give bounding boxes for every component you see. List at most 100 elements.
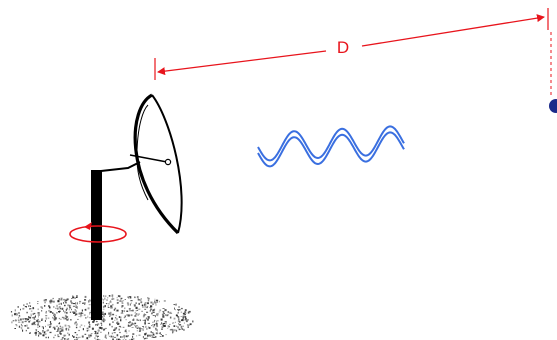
- ground-speck: [110, 300, 112, 303]
- ground-speck: [28, 316, 32, 319]
- ground-speck: [133, 319, 135, 321]
- ground-speck: [144, 322, 146, 325]
- ground-speck: [85, 317, 87, 319]
- ground-speck: [44, 320, 46, 322]
- ground-speck: [171, 330, 175, 333]
- ground-speck: [103, 314, 105, 316]
- ground-speck: [69, 311, 71, 313]
- ground-speck: [60, 297, 63, 300]
- ground-speck: [59, 331, 62, 333]
- ground-speck: [152, 321, 154, 323]
- ground-speck: [102, 299, 104, 301]
- ground-speck: [38, 333, 40, 335]
- ground-speck: [120, 297, 123, 299]
- ground-speck: [173, 322, 175, 324]
- ground-speck: [26, 324, 28, 327]
- parabolic-dish: [129, 93, 183, 235]
- ground-speck: [173, 304, 176, 305]
- ground-speck: [156, 325, 159, 328]
- ground-speck: [155, 322, 158, 326]
- ground-speck: [125, 335, 128, 338]
- ground-speck: [50, 323, 52, 325]
- ground-speck: [173, 329, 176, 331]
- ground-speck: [83, 314, 86, 316]
- ground-speck: [56, 304, 58, 307]
- ground-speck: [75, 325, 77, 327]
- ground-speck: [112, 295, 114, 298]
- ground-speck: [42, 331, 44, 333]
- ground-speck: [70, 304, 72, 306]
- ground-speck: [59, 302, 62, 305]
- ground-speck: [59, 328, 62, 330]
- ground-speck: [144, 333, 147, 336]
- ground-speck: [22, 318, 24, 321]
- ground-speck: [41, 326, 44, 328]
- ground-speck: [125, 332, 128, 334]
- ground-speck: [95, 334, 97, 337]
- ground-speck: [101, 319, 104, 322]
- ground-speck: [29, 308, 31, 310]
- ground-speck: [155, 302, 157, 304]
- ground-speck: [28, 305, 30, 306]
- ground-speck: [128, 308, 131, 310]
- ground-speck: [84, 295, 87, 298]
- ground-speck: [183, 322, 185, 324]
- ground-speck: [144, 306, 147, 308]
- ground-speck: [167, 311, 169, 314]
- ground-speck: [143, 313, 145, 315]
- ground-speck: [57, 336, 60, 338]
- ground-speck: [110, 311, 112, 314]
- ground-speck: [49, 309, 51, 311]
- ground-speck: [125, 329, 127, 331]
- ground-speck: [133, 304, 136, 307]
- ground-speck: [54, 317, 57, 319]
- ground-speck: [156, 320, 158, 323]
- ground-speck: [147, 326, 149, 329]
- ground-speck: [164, 321, 167, 323]
- ground-speck: [116, 297, 118, 299]
- ground-speck: [68, 326, 71, 328]
- ground-speck: [103, 319, 106, 321]
- ground-speck: [86, 337, 89, 340]
- ground-speck: [119, 331, 121, 334]
- ground-speck: [154, 308, 156, 311]
- ground-speck: [164, 314, 166, 316]
- ground-speck: [102, 315, 104, 318]
- ground-speck: [58, 306, 61, 308]
- ground-speck: [179, 321, 181, 323]
- ground-speck: [37, 318, 39, 321]
- ground-speck: [133, 304, 136, 306]
- ground-speck: [104, 297, 106, 300]
- ground-speck: [188, 310, 191, 313]
- ground-speck: [48, 305, 50, 307]
- ground-speck: [127, 314, 130, 317]
- ground-speck: [113, 329, 116, 331]
- ground-speck: [147, 297, 150, 300]
- ground-speck: [37, 331, 39, 333]
- ground-speck: [169, 329, 171, 331]
- ground-speck: [82, 302, 85, 304]
- ground-speck: [64, 314, 67, 317]
- ground-speck: [154, 300, 156, 302]
- ground-speck: [113, 332, 116, 334]
- ground-speck: [150, 331, 152, 333]
- ground-speck: [55, 325, 58, 327]
- ground-speck: [47, 317, 50, 319]
- ground-speck: [137, 309, 139, 311]
- ground-speck: [93, 319, 95, 322]
- ground-speck: [112, 298, 115, 300]
- ground-speck: [32, 313, 34, 315]
- ground-speck: [143, 338, 145, 340]
- ground-speck: [38, 315, 39, 318]
- ground-speck: [80, 314, 82, 317]
- ground-speck: [107, 305, 109, 307]
- ground-speck: [156, 313, 158, 316]
- ground-speck: [159, 300, 160, 303]
- ground-speck: [66, 298, 69, 300]
- ground-speck: [71, 311, 74, 313]
- ground-speck: [123, 336, 125, 339]
- ground-speck: [184, 309, 187, 312]
- ground-speck: [147, 297, 148, 299]
- ground-speck: [106, 299, 108, 301]
- ground-speck: [111, 325, 113, 328]
